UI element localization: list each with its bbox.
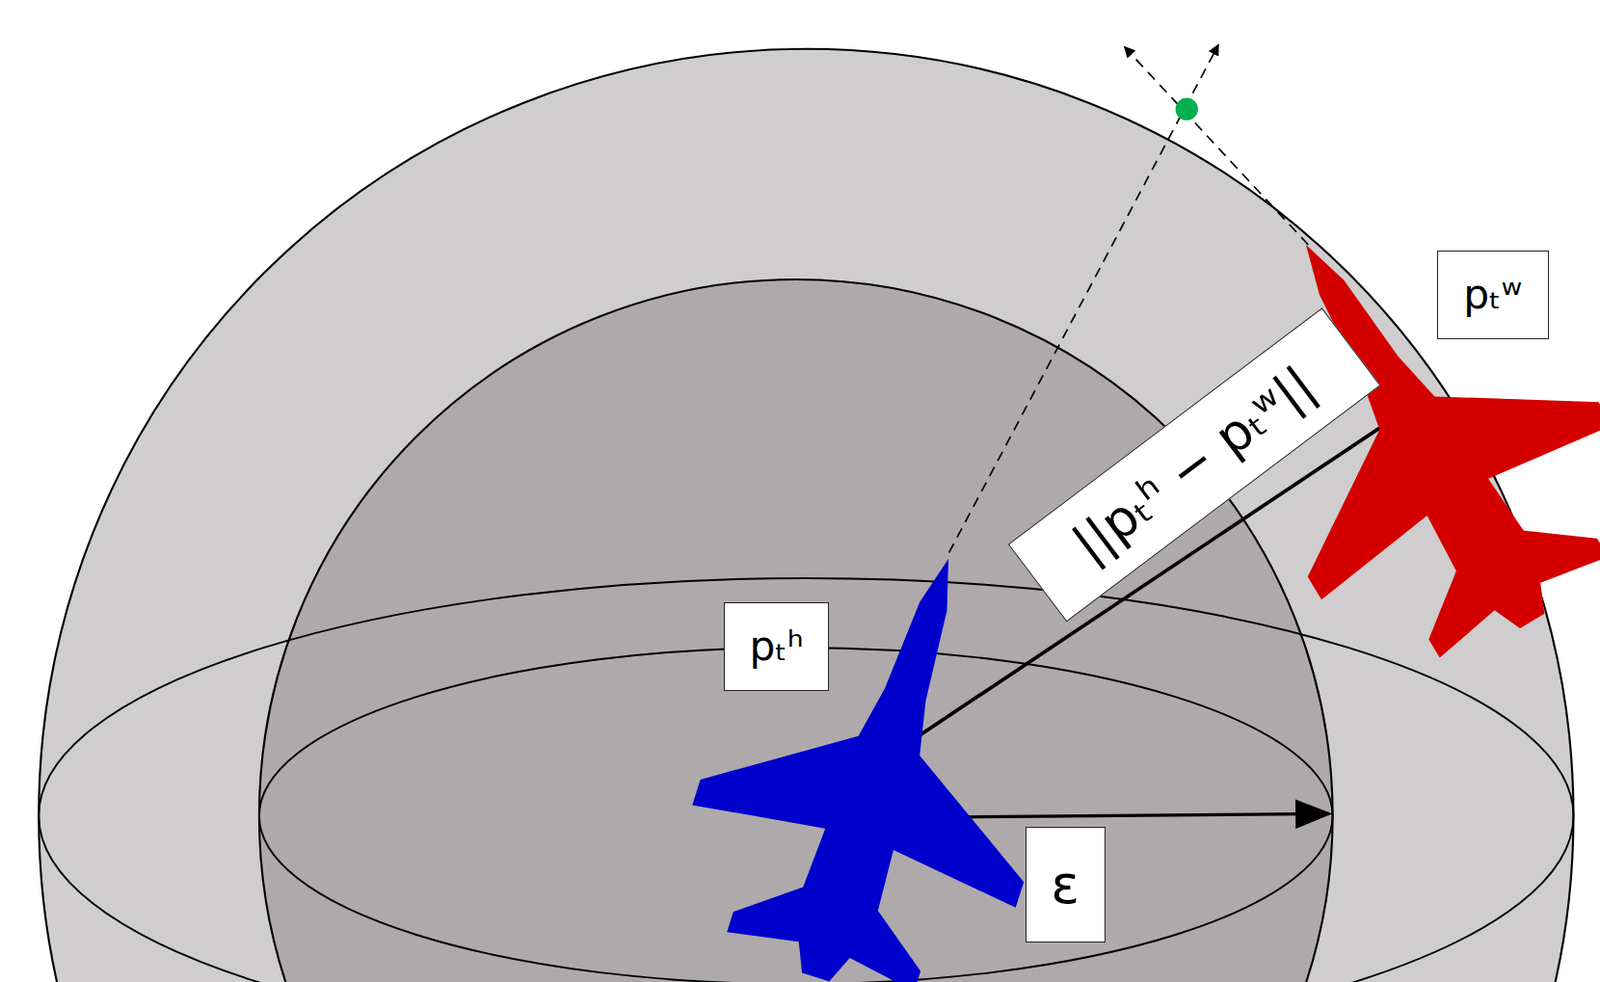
label-text: ε [1050, 855, 1080, 915]
position-label: pₜʰ [723, 602, 829, 692]
distance-label: ||pₜʰ − pₜʷ|| [1008, 308, 1381, 623]
intersection-point [1175, 98, 1199, 121]
heading-line [1124, 47, 1309, 245]
label-text: ||pₜʰ − pₜʷ|| [1063, 356, 1326, 574]
label-text: pₜʰ [748, 624, 803, 670]
inner-sphere [259, 279, 1334, 982]
radius-label: ε [1025, 826, 1106, 943]
label-text: pₜʷ [1463, 272, 1522, 319]
position-label: pₜʷ [1437, 250, 1549, 340]
